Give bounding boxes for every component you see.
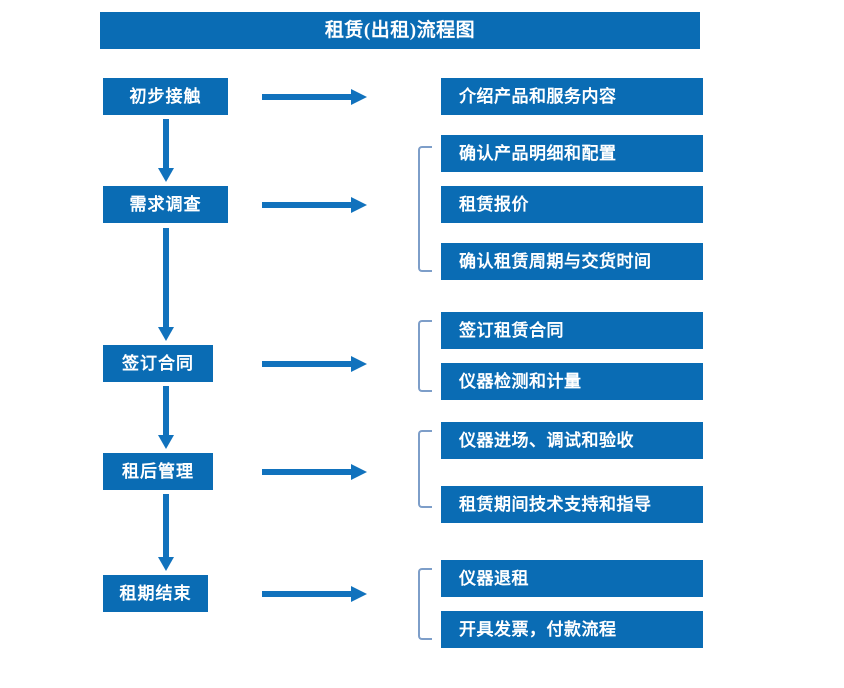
arrow-down-icon-2	[156, 228, 176, 341]
detail-box-10[interactable]: 开具发票，付款流程	[441, 611, 703, 648]
detail-box-8[interactable]: 租赁期间技术支持和指导	[441, 486, 703, 523]
detail-box-3[interactable]: 租赁报价	[441, 186, 703, 223]
detail-box-6[interactable]: 仪器检测和计量	[441, 363, 703, 400]
group-bracket-2	[418, 320, 432, 392]
arrow-down-icon-1	[156, 119, 176, 182]
arrow-right-icon-1	[262, 87, 367, 107]
stage-box-1[interactable]: 初步接触	[103, 78, 228, 115]
stage-label-2: 需求调查	[129, 195, 202, 214]
group-bracket-1	[418, 146, 432, 272]
stage-box-4[interactable]: 租后管理	[103, 453, 213, 490]
stage-box-2[interactable]: 需求调查	[103, 186, 228, 223]
stage-box-5[interactable]: 租期结束	[103, 575, 208, 612]
stage-label-4: 租后管理	[122, 462, 194, 481]
arrow-right-icon-2	[262, 195, 367, 215]
detail-box-4[interactable]: 确认租赁周期与交货时间	[441, 243, 703, 280]
arrow-right-icon-5	[262, 584, 367, 604]
detail-box-2[interactable]: 确认产品明细和配置	[441, 135, 703, 172]
detail-box-9[interactable]: 仪器退租	[441, 560, 703, 597]
stage-box-3[interactable]: 签订合同	[103, 345, 213, 382]
stage-label-3: 签订合同	[122, 354, 194, 373]
stage-label-5: 租期结束	[119, 584, 192, 603]
arrow-right-icon-4	[262, 462, 367, 482]
detail-box-1[interactable]: 介绍产品和服务内容	[441, 78, 703, 115]
group-bracket-3	[418, 430, 432, 508]
arrow-down-icon-4	[156, 494, 176, 571]
stage-label-1: 初步接触	[129, 87, 202, 106]
arrow-right-icon-3	[262, 354, 367, 374]
arrow-down-icon-3	[156, 386, 176, 449]
detail-box-5[interactable]: 签订租赁合同	[441, 312, 703, 349]
page-title: 租赁(出租)流程图	[100, 12, 700, 49]
group-bracket-4	[418, 568, 432, 640]
detail-box-7[interactable]: 仪器进场、调试和验收	[441, 422, 703, 459]
